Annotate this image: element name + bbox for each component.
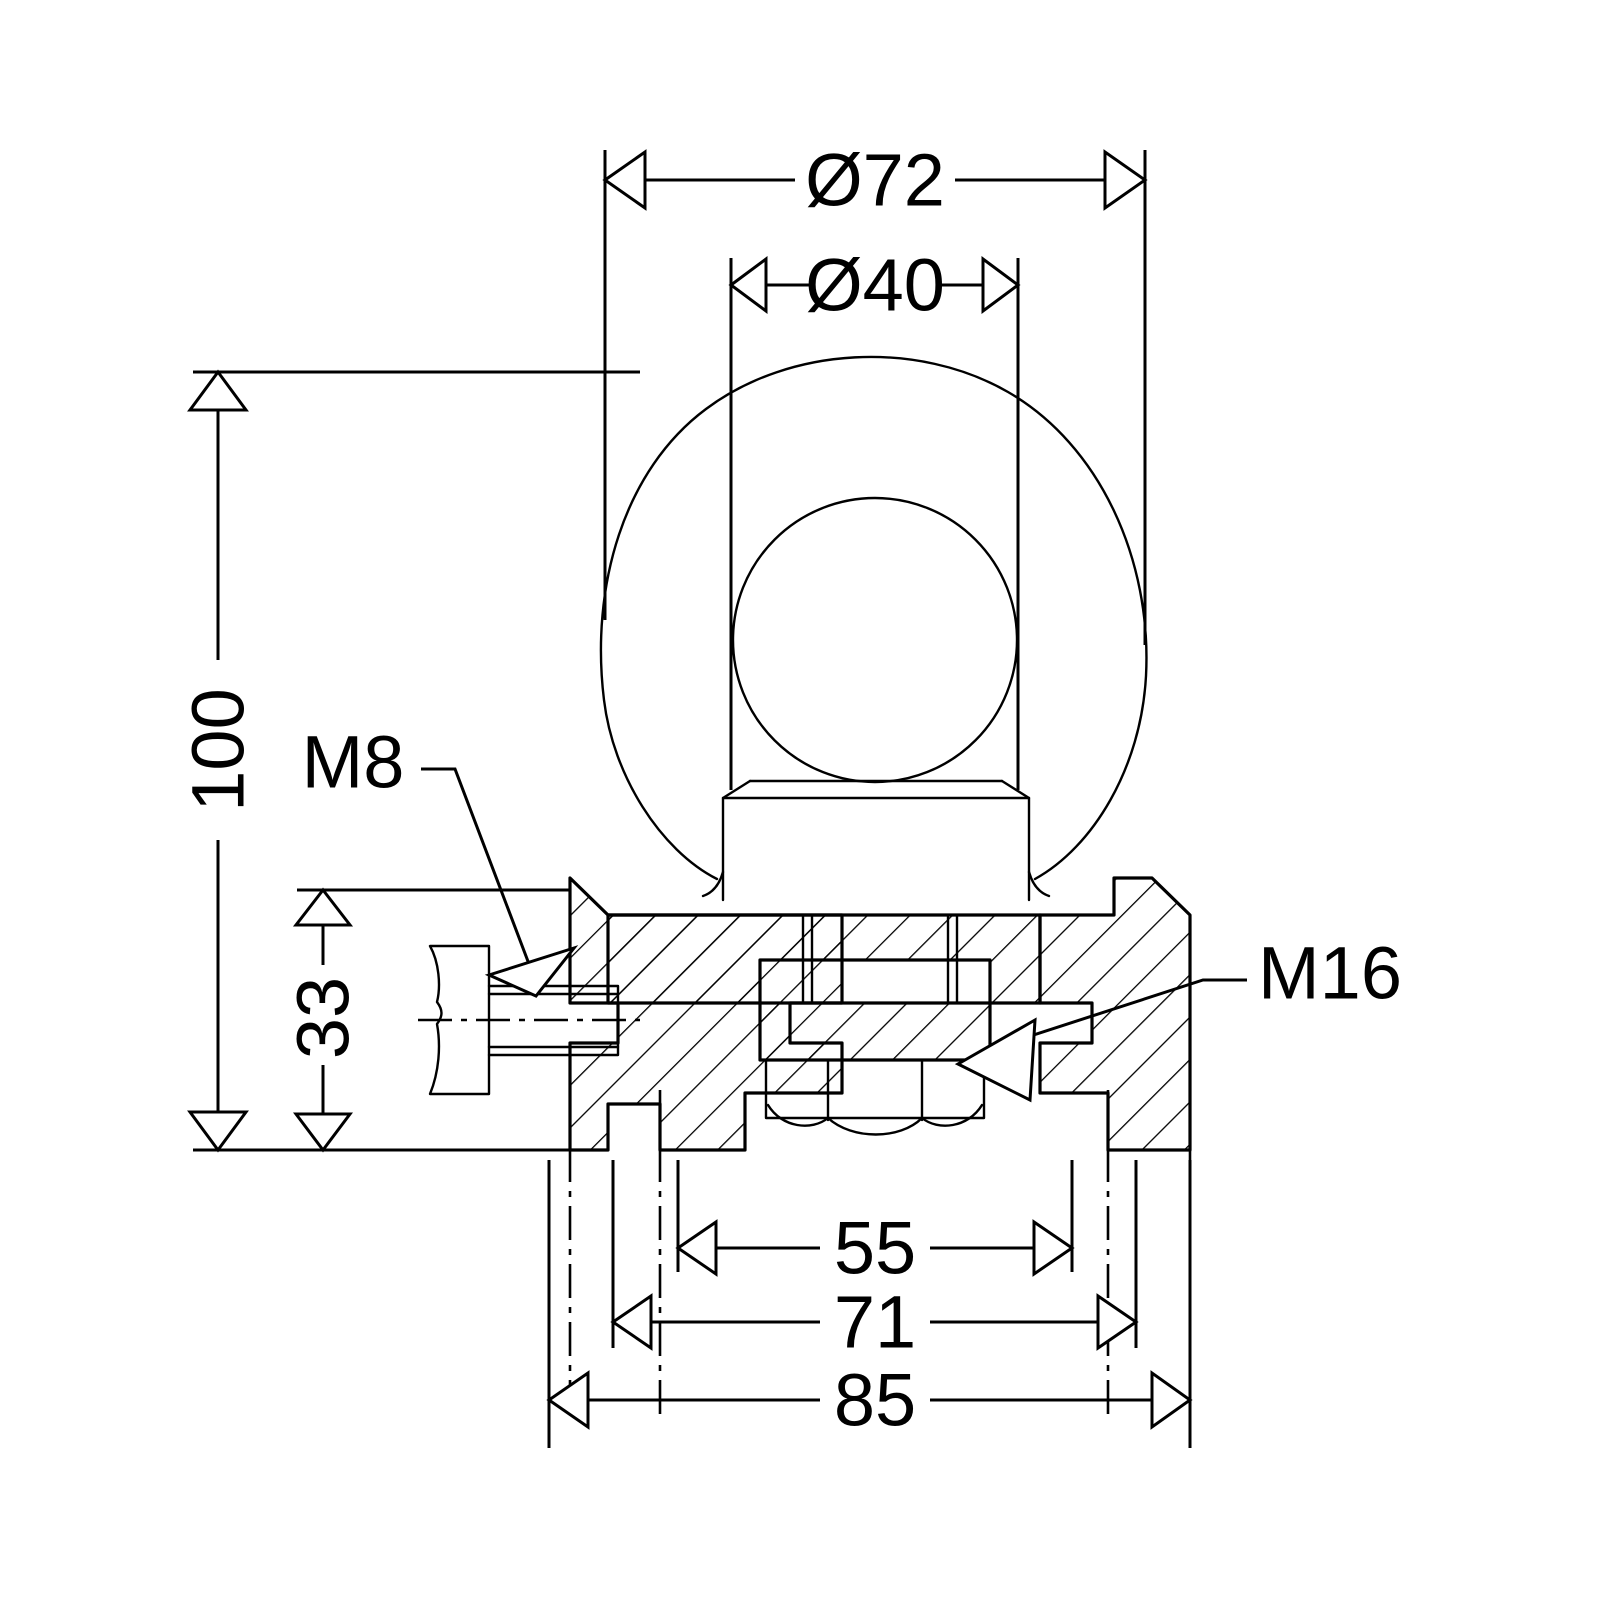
dimension-dia40: Ø40 [728, 244, 1021, 790]
w85-arrowhead-right [1150, 1370, 1193, 1430]
ring-inner-bore [731, 496, 1019, 784]
body-right-hatched-mass [1038, 876, 1192, 1152]
m8-set-screw [418, 944, 640, 1096]
w71-arrowhead-right [1096, 1293, 1139, 1351]
hex-nut-body [764, 1058, 986, 1120]
dia40-label: Ø40 [805, 244, 945, 327]
dimension-h33: 33 [282, 887, 570, 1153]
ring-outer-profile [599, 355, 1148, 881]
dimension-w71: 71 [610, 1160, 1139, 1364]
h100-label: 100 [177, 688, 260, 811]
w85-arrowhead-left [546, 1370, 590, 1430]
lifting-eye-ring [599, 355, 1148, 881]
w85-label: 85 [834, 1359, 916, 1442]
collar-fillet-left [701, 870, 725, 898]
eye-collar [701, 779, 1051, 902]
dimension-dia72: Ø72 [602, 139, 1148, 645]
w55-arrowhead-right [1032, 1219, 1075, 1277]
m8-label: M8 [302, 721, 405, 804]
dia72-arrowhead-left [602, 149, 647, 211]
w55-arrowhead-left [675, 1219, 718, 1277]
screw-head [428, 944, 491, 1096]
nut-flange-band [758, 1001, 992, 1062]
dimension-w85: 85 [546, 1160, 1193, 1448]
hex-nut-chamfer-arc-left [766, 1103, 830, 1127]
h33-arrowhead-top [292, 887, 354, 927]
w71-label: 71 [834, 1281, 916, 1364]
w71-arrowhead-left [610, 1293, 653, 1351]
base-body-section [568, 876, 1192, 1152]
h33-arrowhead-bottom [293, 1112, 353, 1153]
callout-m8: M8 [302, 721, 579, 998]
m16-leader-arrowhead [954, 1017, 1037, 1103]
dia72-arrowhead-right [1103, 149, 1148, 211]
m8-leader-arrowhead [484, 945, 579, 998]
hex-nut-chamfer-arc-right [920, 1103, 984, 1127]
central-stud-assembly [758, 913, 992, 1136]
dia72-label: Ø72 [805, 139, 945, 222]
w55-label: 55 [834, 1207, 916, 1290]
m16-leader-line [1011, 978, 1247, 1044]
dimension-w55: 55 [675, 1160, 1075, 1290]
body-centre-hatched-plate [606, 913, 1042, 1005]
h100-arrowhead-bottom [187, 1110, 249, 1153]
hex-nut-chamfer-arc-mid [826, 1116, 924, 1136]
callout-m16: M16 [954, 932, 1402, 1103]
dia40-arrowhead-right [981, 256, 1021, 314]
collar-fillet-right [1027, 870, 1051, 898]
m8-leader-line [421, 767, 531, 965]
dimension-h100: 100 [177, 369, 640, 1153]
h33-label: 33 [282, 977, 365, 1059]
dia40-arrowhead-left [728, 256, 768, 314]
m16-label: M16 [1258, 932, 1402, 1015]
part-geometry [418, 355, 1192, 1420]
h100-arrowhead-top [187, 369, 249, 412]
